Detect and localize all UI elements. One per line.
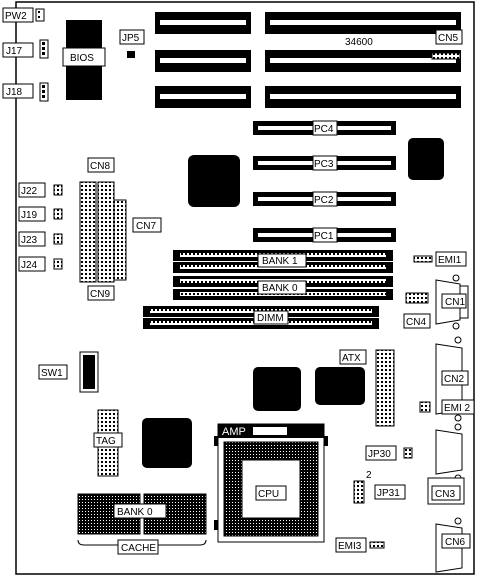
emi1-label: EMI1 [438, 255, 462, 266]
pci-slot-pc2: PC2 [253, 191, 396, 207]
pw2-label: PW2 [5, 11, 27, 22]
bios-label: BIOS [70, 53, 94, 64]
sw1-switch: SW1 [38, 351, 99, 393]
jp5-jumper: JP5 [119, 29, 145, 58]
cn2-label: CN2 [444, 374, 464, 385]
cn9-label: CN9 [90, 289, 110, 300]
emi2-jumper: EMI 2 [419, 399, 475, 415]
pci-slot-pc4: PC4 [253, 120, 396, 136]
cn6-connector: CN6 [435, 517, 471, 573]
cache-memory: BANK 0 CACHE [77, 493, 207, 555]
j19-jumper: J19 [18, 206, 63, 222]
j17-label: J17 [6, 46, 23, 57]
jp30-jumper: JP30 [365, 445, 413, 461]
j19-label: J19 [21, 210, 38, 221]
pc4-label: PC4 [314, 124, 334, 135]
emi2-label: EMI 2 [444, 403, 471, 414]
j22-label: J22 [21, 186, 38, 197]
cache-label: CACHE [121, 543, 156, 554]
cn4-header: CN4 [403, 292, 431, 329]
emi3-label: EMI3 [338, 541, 362, 552]
cache-bank-label: BANK 0 [117, 507, 153, 518]
atx-power-connector: ATX [339, 349, 395, 427]
cn4-label: CN4 [406, 317, 426, 328]
chip-mid-right [315, 367, 365, 405]
jp31-pin-number: 2 [366, 470, 372, 481]
j23-label: J23 [21, 235, 38, 246]
simm-bank-1: BANK 1 [173, 250, 393, 273]
jp30-label: JP30 [368, 449, 391, 460]
ide-headers: CN8 CN9 [79, 157, 115, 301]
j22-jumper: J22 [18, 182, 63, 198]
chipset-chip-right [408, 138, 444, 180]
bank1-label: BANK 1 [262, 256, 298, 267]
j24-jumper: J24 [18, 256, 63, 272]
chipset-chip-left [188, 155, 240, 207]
cn2-parallel-port: CN2 [435, 336, 469, 422]
amp-label: AMP [222, 426, 246, 438]
chip-mid-left [253, 367, 301, 411]
pci-slot-pc1: PC1 [253, 227, 396, 243]
dimm-label: DIMM [257, 313, 284, 324]
jp5-label: JP5 [122, 33, 140, 44]
bios-chip: BIOS [62, 20, 106, 100]
sw1-label: SW1 [41, 368, 63, 379]
j24-label: J24 [21, 260, 38, 271]
cn3-label: CN3 [435, 489, 455, 500]
pci-slot-pc3: PC3 [253, 155, 396, 171]
j17-jumper: J17 [2, 39, 49, 59]
cn5-label: CN5 [438, 33, 458, 44]
cn6-label: CN6 [445, 537, 465, 548]
jp31-label: JP31 [377, 488, 400, 499]
cpu-socket: AMP CPU [214, 423, 328, 543]
pw2-connector: PW2 [2, 7, 45, 23]
dimm-slot: DIMM [143, 306, 379, 329]
simm-bank-0: BANK 0 [173, 276, 393, 300]
cn1-label: CN1 [445, 297, 465, 308]
emi1-jumper: EMI1 [413, 251, 467, 267]
atx-label: ATX [342, 353, 361, 364]
tag-label: TAG [96, 436, 116, 447]
j23-jumper: J23 [18, 231, 63, 247]
emi3-jumper: EMI3 [335, 537, 385, 553]
bank0-label: BANK 0 [262, 283, 298, 294]
cn3-connector: CN3 [427, 423, 465, 505]
pc2-label: PC2 [314, 195, 334, 206]
cpu-label: CPU [258, 489, 279, 500]
jp31-jumper: 2 JP31 [353, 470, 406, 504]
chip-tag-adjacent [142, 418, 192, 468]
pc3-label: PC3 [314, 159, 334, 170]
pc1-label: PC1 [314, 231, 334, 242]
isa-slots [155, 12, 461, 108]
j18-label: J18 [6, 87, 23, 98]
cn1-serial-port: CN1 [435, 274, 469, 330]
tag-ram-socket: TAG [93, 409, 123, 477]
cn7-header: CN7 [113, 199, 162, 281]
j18-jumper: J18 [2, 82, 49, 102]
board-model-number: 34600 [345, 37, 373, 48]
cn5-connector: CN5 [431, 29, 463, 60]
cn8-label: CN8 [90, 161, 110, 172]
cn7-label: CN7 [136, 221, 156, 232]
